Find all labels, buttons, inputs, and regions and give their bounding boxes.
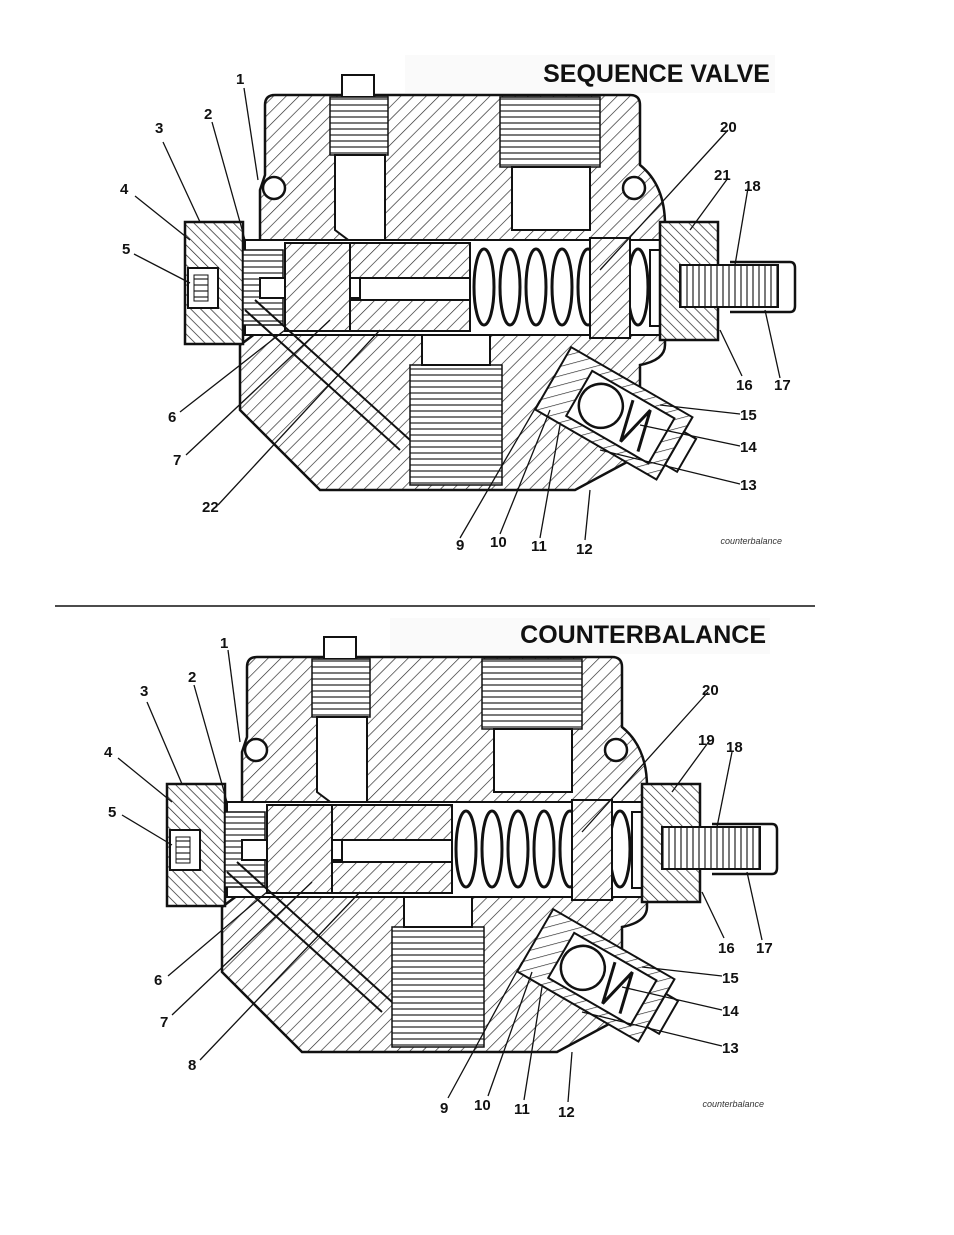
callout-label: 2 <box>204 106 212 123</box>
counterbalance-valve-diagram: COUNTERBALANCE 1 2 <box>104 618 777 1121</box>
callout-label: 16 <box>718 940 735 957</box>
callout-label: 14 <box>722 1003 739 1020</box>
callout-label: 13 <box>722 1040 739 1057</box>
callout-label: 4 <box>104 744 113 761</box>
callout-label: 6 <box>168 409 176 426</box>
callout-label: 21 <box>714 167 731 184</box>
callout-label: 11 <box>531 538 547 555</box>
callout-label: 14 <box>740 439 757 456</box>
callout-label: 20 <box>702 682 719 699</box>
diagram-caption: counterbalance <box>720 536 782 546</box>
callout-label: 3 <box>140 683 148 700</box>
callout-label: 9 <box>456 537 464 554</box>
callout-label: 1 <box>236 71 244 88</box>
callout-label: 18 <box>726 739 743 756</box>
diagram-title: SEQUENCE VALVE <box>543 60 770 88</box>
callout-label: 9 <box>440 1100 448 1117</box>
callout-label: 6 <box>154 972 162 989</box>
callout-label: 2 <box>188 669 196 686</box>
callout-label: 5 <box>108 804 116 821</box>
callout-label: 5 <box>122 241 130 258</box>
callout-label: 12 <box>558 1104 575 1121</box>
callout-label: 18 <box>744 178 761 195</box>
callout-label: 17 <box>774 377 791 394</box>
callout-label: 17 <box>756 940 773 957</box>
callout-label: 20 <box>720 119 737 136</box>
callout-label: 1 <box>220 635 228 652</box>
callout-label: 10 <box>474 1097 491 1114</box>
callout-label: 15 <box>722 970 739 987</box>
callout-label: 22 <box>202 499 219 516</box>
callout-label: 12 <box>576 541 593 558</box>
diagram-title: COUNTERBALANCE <box>520 621 766 649</box>
callout-label: 13 <box>740 477 757 494</box>
callout-label: 11 <box>514 1101 530 1118</box>
callout-label: 16 <box>736 377 753 394</box>
callout-label: 10 <box>490 534 507 551</box>
callout-label: 4 <box>120 181 129 198</box>
diagram-caption: counterbalance <box>702 1099 764 1109</box>
callout-label: 19 <box>698 732 715 749</box>
sequence-valve-diagram: SEQUENCE VALVE 1 2 <box>120 55 795 558</box>
callout-label: 7 <box>173 452 181 469</box>
callout-label: 3 <box>155 120 163 137</box>
callout-label: 8 <box>188 1057 196 1074</box>
callout-label: 7 <box>160 1014 168 1031</box>
callout-label: 15 <box>740 407 757 424</box>
sequence-valve-cross-section <box>185 75 795 490</box>
counterbalance-valve-cross-section <box>167 637 777 1052</box>
